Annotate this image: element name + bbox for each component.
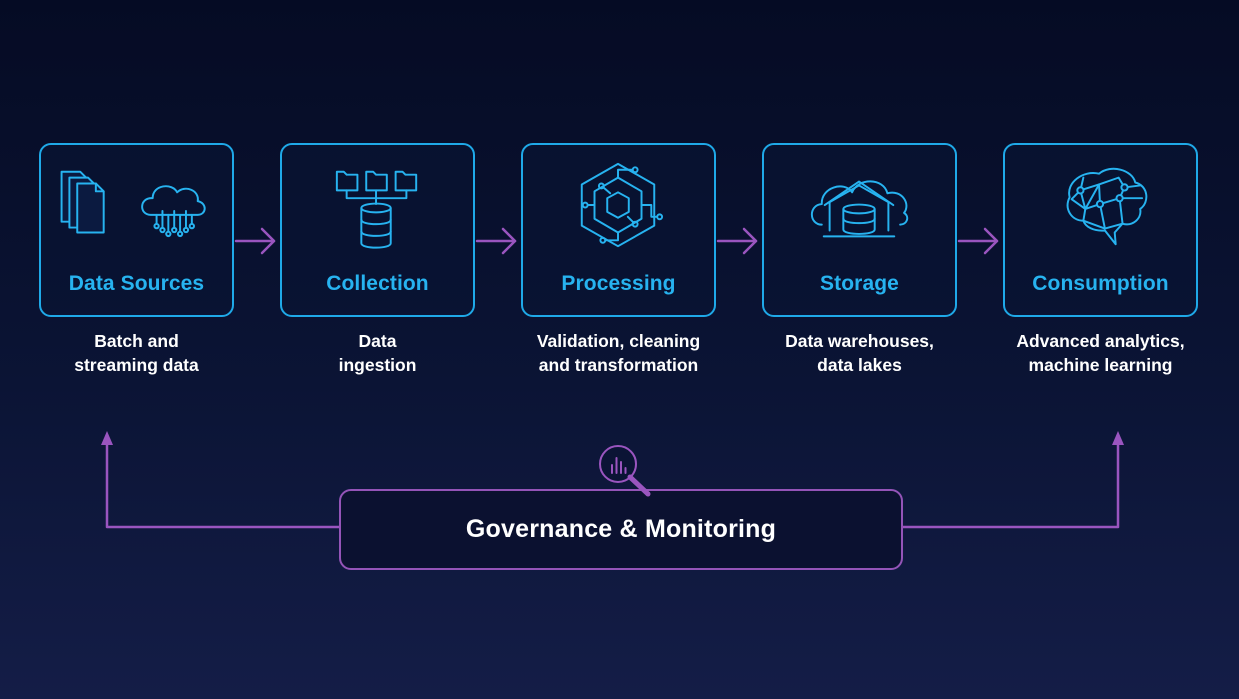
description-line: Validation, cleaning: [536, 331, 701, 351]
governance-arrowhead-left: [101, 431, 113, 445]
stage-title: Storage: [820, 272, 899, 295]
brain-network-icon: [1066, 167, 1148, 246]
folders-database-icon: [335, 170, 418, 249]
stage-title: Collection: [326, 272, 429, 295]
description-line: machine learning: [1028, 355, 1173, 375]
stage-consumption: Consumption: [1003, 143, 1198, 317]
description-line: streaming data: [74, 355, 199, 375]
governance-box: Governance & Monitoring: [339, 489, 903, 570]
governance-connector-right: [901, 442, 1120, 529]
stage-title: Processing: [561, 272, 676, 295]
stage-processing: Processing: [521, 143, 716, 317]
stage-description-data-sources: Batch and streaming data: [29, 329, 244, 377]
description-line: and transformation: [538, 355, 699, 375]
hexagon-circuit-icon: [580, 162, 664, 248]
description-line: Batch and: [94, 331, 179, 351]
stage-title: Consumption: [1032, 272, 1169, 295]
governance-connector-left: [105, 442, 341, 529]
stage-description-consumption: Advanced analytics, machine learning: [993, 329, 1208, 377]
description-line: Data warehouses,: [785, 331, 934, 351]
governance-arrowhead-right: [1112, 431, 1124, 445]
stage-description-processing: Validation, cleaning and transformation: [511, 329, 726, 377]
documents-cloud-icon: [60, 170, 206, 238]
stage-collection: Collection: [280, 143, 475, 317]
stage-title: Data Sources: [68, 272, 205, 295]
arrow-collection-to-processing: [475, 227, 517, 255]
warehouse-database-icon: [810, 180, 909, 238]
arrow-sources-to-collection: [234, 227, 276, 255]
stage-data-sources: Data Sources: [39, 143, 234, 317]
magnifier-chart-icon: [599, 445, 651, 497]
stage-description-storage: Data warehouses, data lakes: [752, 329, 967, 377]
arrow-processing-to-storage: [716, 227, 758, 255]
governance-title: Governance & Monitoring: [465, 515, 777, 543]
description-line: Advanced analytics,: [1016, 331, 1185, 351]
description-line: ingestion: [338, 355, 417, 375]
description-line: data lakes: [817, 355, 902, 375]
stage-description-collection: Data ingestion: [270, 329, 485, 377]
arrow-storage-to-consumption: [957, 227, 999, 255]
stage-storage: Storage: [762, 143, 957, 317]
description-line: Data: [358, 331, 397, 351]
